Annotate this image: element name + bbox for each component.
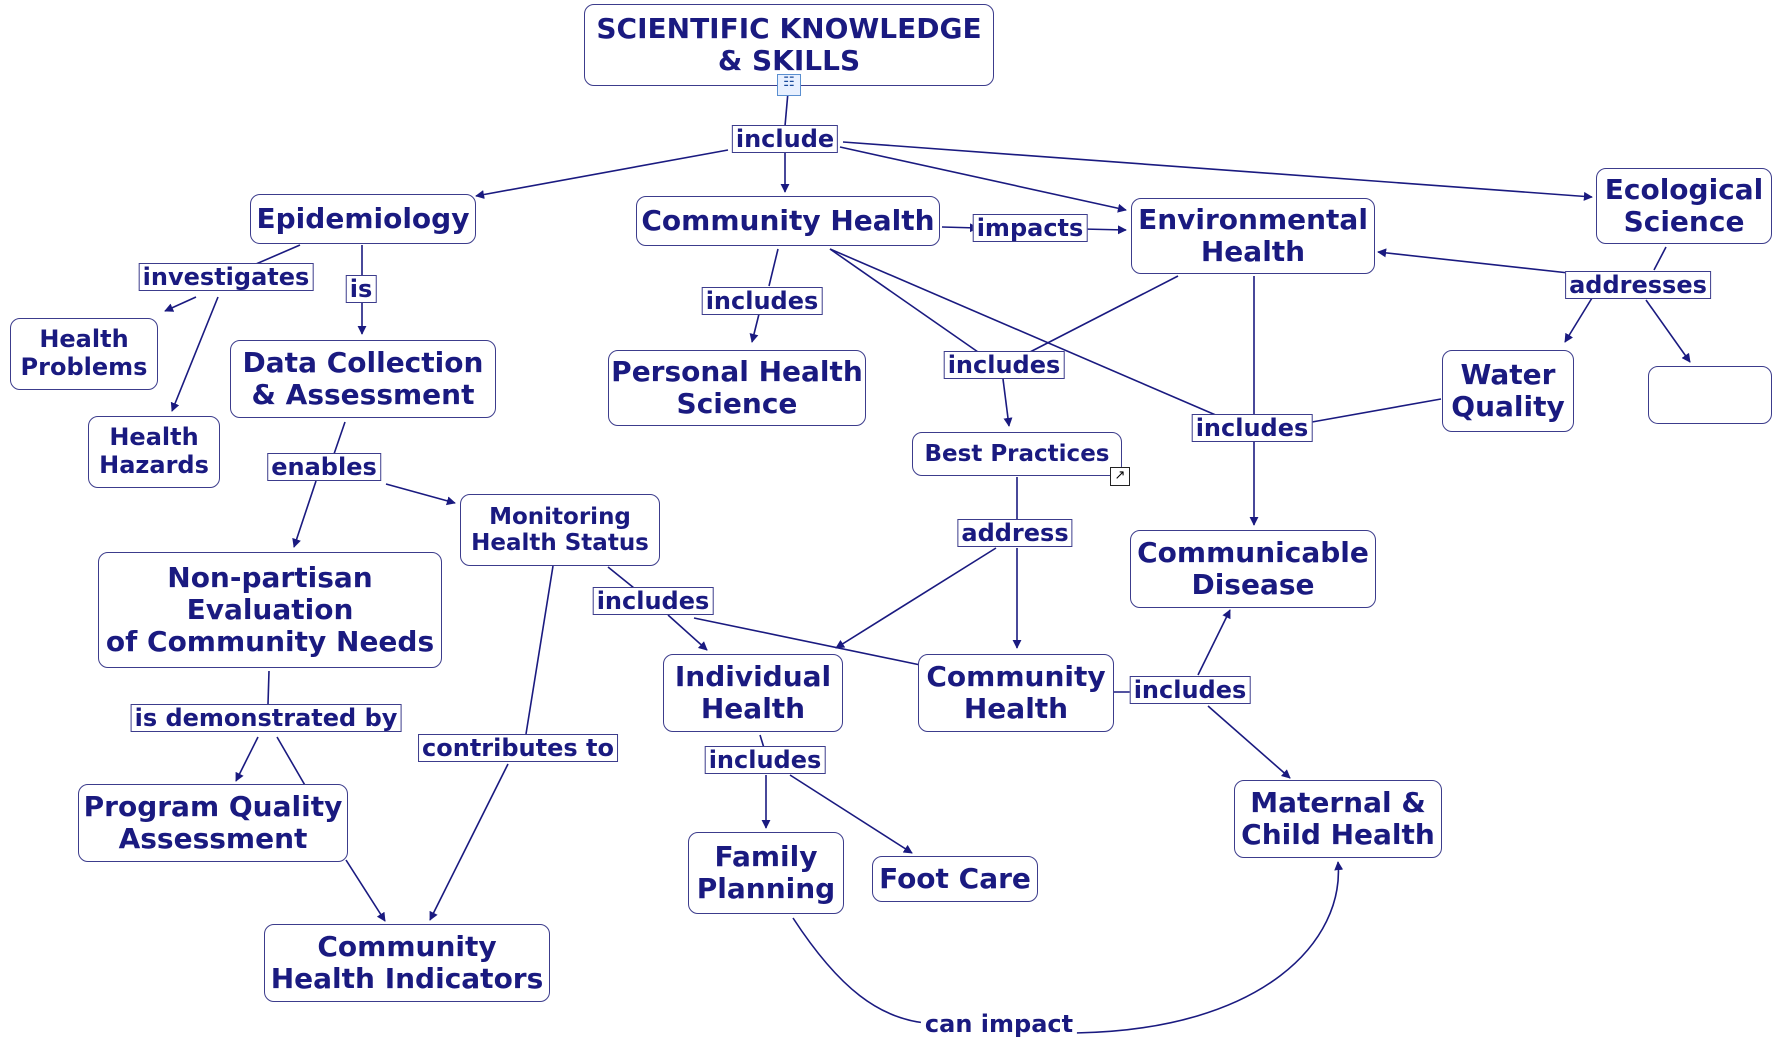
link-label-include[interactable]: include bbox=[731, 125, 839, 153]
node-water-quality[interactable]: Water Quality bbox=[1442, 350, 1574, 432]
node-health-hazards[interactable]: Health Hazards bbox=[88, 416, 220, 488]
node-monitoring-health-status[interactable]: Monitoring Health Status bbox=[460, 494, 660, 566]
node-maternal-child-health[interactable]: Maternal & Child Health bbox=[1234, 780, 1442, 858]
link-label-is-demonstrated-by[interactable]: is demonstrated by bbox=[130, 704, 402, 732]
link-label-enables[interactable]: enables bbox=[267, 453, 381, 481]
node-ecological-science[interactable]: Ecological Science bbox=[1596, 168, 1772, 244]
node-non-partisan-evaluation[interactable]: Non-partisan Evaluation of Community Nee… bbox=[98, 552, 442, 668]
node-health-problems[interactable]: Health Problems bbox=[10, 318, 158, 390]
node-personal-health-science[interactable]: Personal Health Science bbox=[608, 350, 866, 426]
node-communicable-disease[interactable]: Communicable Disease bbox=[1130, 530, 1376, 608]
link-label-can-impact[interactable]: can impact bbox=[920, 1011, 1078, 1037]
node-epidemiology[interactable]: Epidemiology bbox=[250, 194, 476, 244]
node-scientific-knowledge-skills[interactable]: SCIENTIFIC KNOWLEDGE & SKILLS bbox=[584, 4, 994, 86]
link-label-contributes-to[interactable]: contributes to bbox=[418, 734, 618, 762]
node-individual-health[interactable]: Individual Health bbox=[663, 654, 843, 732]
node-empty[interactable] bbox=[1648, 366, 1772, 424]
link-label-is[interactable]: is bbox=[345, 275, 377, 303]
node-best-practices[interactable]: Best Practices bbox=[912, 432, 1122, 476]
link-label-includes-community[interactable]: includes bbox=[1129, 676, 1251, 704]
node-data-collection-assessment[interactable]: Data Collection & Assessment bbox=[230, 340, 496, 418]
concept-map-icon[interactable]: ☷ bbox=[777, 74, 801, 96]
link-label-includes-best-practices[interactable]: includes bbox=[943, 351, 1065, 379]
external-link-icon[interactable]: ↗ bbox=[1110, 467, 1130, 486]
link-label-addresses[interactable]: addresses bbox=[1565, 271, 1711, 299]
link-label-includes-communicable[interactable]: includes bbox=[1191, 414, 1313, 442]
link-label-includes-monitoring[interactable]: includes bbox=[592, 587, 714, 615]
node-community-health-mid[interactable]: Community Health bbox=[918, 654, 1114, 732]
node-community-health-top[interactable]: Community Health bbox=[636, 196, 940, 246]
node-community-health-indicators[interactable]: Community Health Indicators bbox=[264, 924, 550, 1002]
link-label-address[interactable]: address bbox=[957, 519, 1073, 547]
link-label-impacts[interactable]: impacts bbox=[972, 214, 1088, 242]
node-program-quality-assessment[interactable]: Program Quality Assessment bbox=[78, 784, 348, 862]
link-label-includes-individual[interactable]: includes bbox=[704, 746, 826, 774]
link-label-includes-personal[interactable]: includes bbox=[701, 287, 823, 315]
node-family-planning[interactable]: Family Planning bbox=[688, 832, 844, 914]
link-label-investigates[interactable]: investigates bbox=[138, 263, 314, 291]
node-foot-care[interactable]: Foot Care bbox=[872, 856, 1038, 902]
node-environmental-health[interactable]: Environmental Health bbox=[1131, 198, 1375, 274]
